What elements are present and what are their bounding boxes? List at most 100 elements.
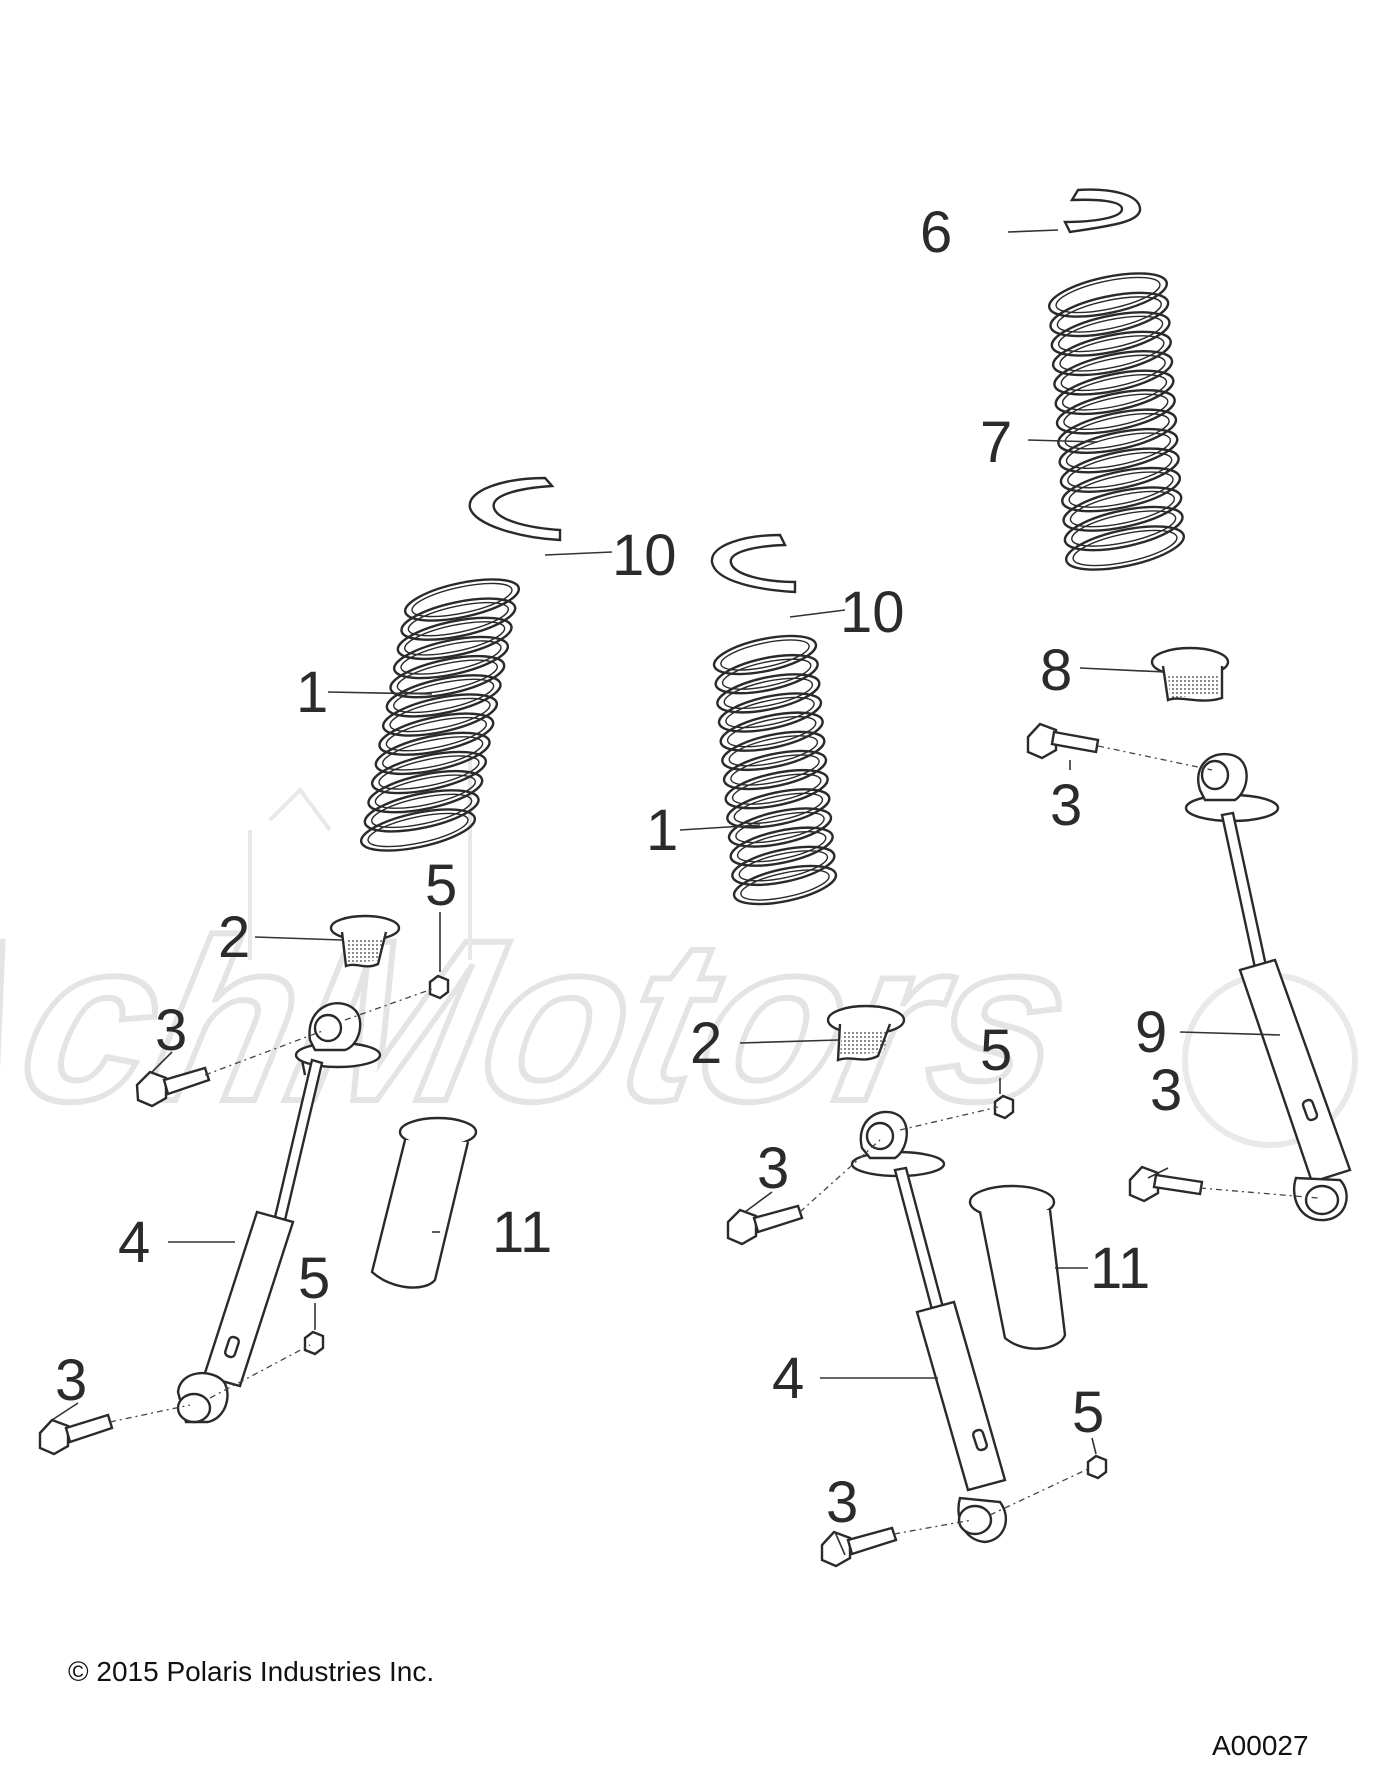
copyright-notice: © 2015 Polaris Industries Inc.: [68, 1656, 435, 1687]
spring-coil-inner: [733, 792, 824, 825]
spring-coil: [396, 616, 513, 661]
bolt-middle-upper: [726, 1204, 804, 1246]
spring-coil-inner: [404, 621, 506, 656]
spring-coil: [724, 768, 829, 810]
spring-coil-inner: [382, 736, 484, 771]
spring-coil-inner: [721, 658, 812, 690]
coil-spring-right: [1047, 272, 1186, 571]
spring-seat-right: [1150, 646, 1230, 702]
spring-coil: [1061, 466, 1182, 513]
svg-text:AchMotors: AchMotors: [0, 892, 1091, 1149]
coil-spring-left: [359, 578, 521, 852]
bolt-middle-lower: [820, 1526, 898, 1568]
spring-coil: [1059, 447, 1180, 493]
boot-sleeve-left: [370, 1116, 478, 1289]
shock-absorber-left: [176, 1002, 382, 1424]
callout-3-middle-lower: 3: [826, 1470, 858, 1535]
spring-coil-inner: [735, 811, 825, 844]
spring-coil: [712, 634, 818, 676]
spring-coil: [732, 864, 838, 906]
callout-3-right-lower: 3: [1150, 1058, 1182, 1123]
spring-coil: [359, 808, 477, 852]
spring-coil-inner: [723, 677, 814, 710]
spring-coil-inner: [1059, 335, 1165, 372]
spring-coil: [1054, 369, 1175, 416]
callout-9: 9: [1135, 1000, 1167, 1065]
spring-coil-inner: [1069, 490, 1176, 528]
spring-coil-inner: [411, 582, 513, 618]
spring-coil-inner: [726, 715, 817, 748]
spring-coil: [389, 654, 506, 699]
spring-coil-inner: [730, 754, 820, 786]
nut-middle-upper: [993, 1094, 1015, 1120]
spring-coil-inner: [725, 696, 815, 729]
spring-coil: [381, 693, 499, 737]
spring-coil-inner: [738, 850, 829, 882]
callout-numbers: 10 10 1 1 2 2 5 3 3 5 4 11 5 3 3 5 4 11 …: [55, 200, 1182, 1535]
spring-coil: [731, 845, 836, 887]
callout-6: 6: [920, 200, 952, 265]
bolt-right-lower: [1128, 1165, 1204, 1203]
coil-spring-middle: [712, 634, 838, 906]
bushing-middle: [826, 1004, 906, 1062]
spring-coil: [1053, 350, 1174, 396]
spring-coil: [717, 692, 823, 733]
spring-coil: [1050, 311, 1171, 357]
spring-coil: [1064, 525, 1186, 571]
callout-10-middle: 10: [840, 580, 905, 645]
spring-coil-inner: [1068, 471, 1174, 508]
clip-ring-left: [468, 476, 562, 542]
nut-middle-lower: [1086, 1454, 1108, 1480]
callout-5-middle-lower: 5: [1072, 1380, 1104, 1445]
spring-coil: [721, 730, 826, 772]
bushing-left: [329, 914, 401, 968]
callout-11-middle: 11: [1090, 1236, 1150, 1301]
spring-coil: [729, 826, 834, 867]
spring-coil-inner: [367, 812, 469, 848]
spring-coil-inner: [1065, 432, 1172, 469]
spring-coil-inner: [1067, 451, 1173, 489]
spring-coil: [716, 673, 821, 714]
spring-coil-inner: [371, 793, 473, 829]
callout-1-middle: 1: [646, 798, 678, 863]
spring-coil: [1062, 486, 1183, 532]
boot-sleeve-middle: [968, 1184, 1067, 1350]
callout-7: 7: [980, 410, 1012, 475]
spring-coil-inner: [1056, 296, 1162, 333]
nut-left-lower: [303, 1330, 325, 1356]
spring-coil: [722, 749, 828, 791]
spring-coil: [1051, 330, 1172, 377]
spring-coil: [400, 597, 517, 641]
callout-3-middle-upper: 3: [757, 1136, 789, 1201]
spring-coil-inner: [407, 601, 509, 637]
callout-5-middle-upper: 5: [980, 1018, 1012, 1083]
callout-3-left-upper: 3: [155, 998, 187, 1063]
spring-coil-inner: [400, 640, 502, 675]
spring-coil-inner: [374, 774, 476, 809]
callout-5-left-lower: 5: [298, 1246, 330, 1311]
nut-left-upper: [428, 974, 450, 1000]
spring-coil-inner: [740, 869, 830, 901]
clip-ring-right: [1063, 188, 1142, 234]
spring-coil-inner: [389, 697, 491, 733]
spring-coil: [392, 635, 510, 680]
spring-coil-inner: [1060, 354, 1166, 392]
spring-coil: [727, 807, 833, 848]
callout-4-left: 4: [118, 1210, 150, 1275]
bolt-left-upper: [135, 1066, 211, 1108]
spring-coil-inner: [1057, 315, 1164, 353]
spring-coil: [374, 731, 491, 776]
bolt-left-lower: [38, 1413, 114, 1456]
spring-coil: [726, 788, 831, 829]
clip-ring-middle: [710, 533, 797, 594]
spring-coil-inner: [393, 678, 495, 714]
spring-coil-inner: [1063, 393, 1169, 431]
spring-coil-inner: [728, 735, 819, 767]
spring-coil: [378, 712, 495, 756]
callout-4-middle: 4: [772, 1346, 804, 1411]
callout-2-left: 2: [218, 905, 250, 970]
callout-10-left: 10: [612, 523, 677, 588]
spring-coil-inner: [1064, 412, 1170, 450]
